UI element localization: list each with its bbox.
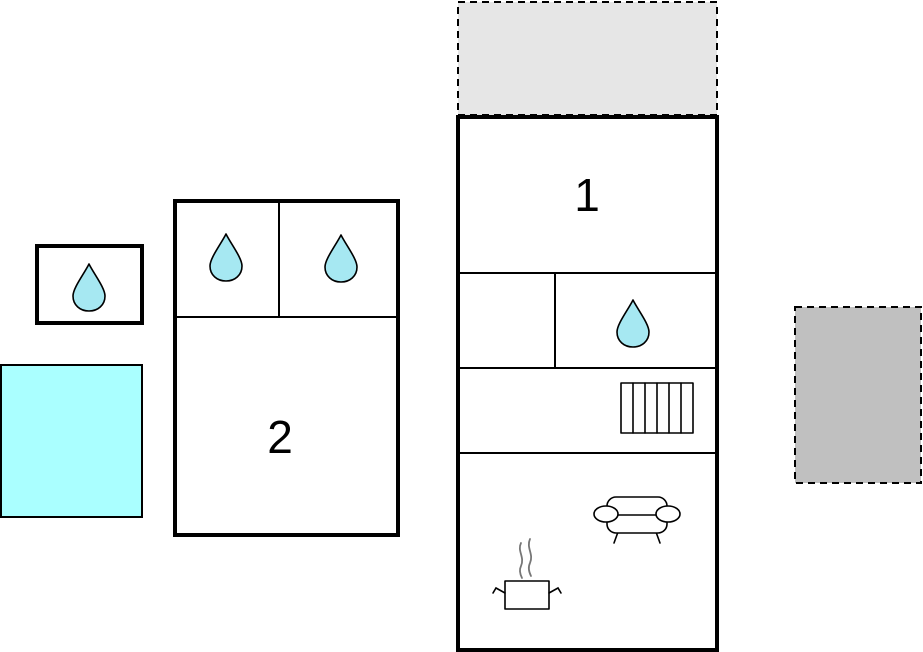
- radiator-icon: [620, 382, 694, 434]
- water-drop-icon: [209, 233, 243, 282]
- terrace-dark: [794, 306, 922, 484]
- terrace-light: [457, 1, 718, 116]
- pool: [0, 364, 143, 518]
- cooking-pot-icon: [492, 538, 562, 610]
- building-1: 1: [456, 115, 719, 652]
- water-drop-icon: [616, 299, 650, 348]
- sofa-icon: [593, 496, 681, 544]
- room-label: 2: [267, 411, 293, 463]
- room-label: 1: [574, 169, 600, 221]
- building-2: 2: [173, 199, 400, 537]
- water-drop-icon: [72, 263, 106, 312]
- small-bathroom: [35, 244, 144, 325]
- water-drop-icon: [324, 234, 358, 283]
